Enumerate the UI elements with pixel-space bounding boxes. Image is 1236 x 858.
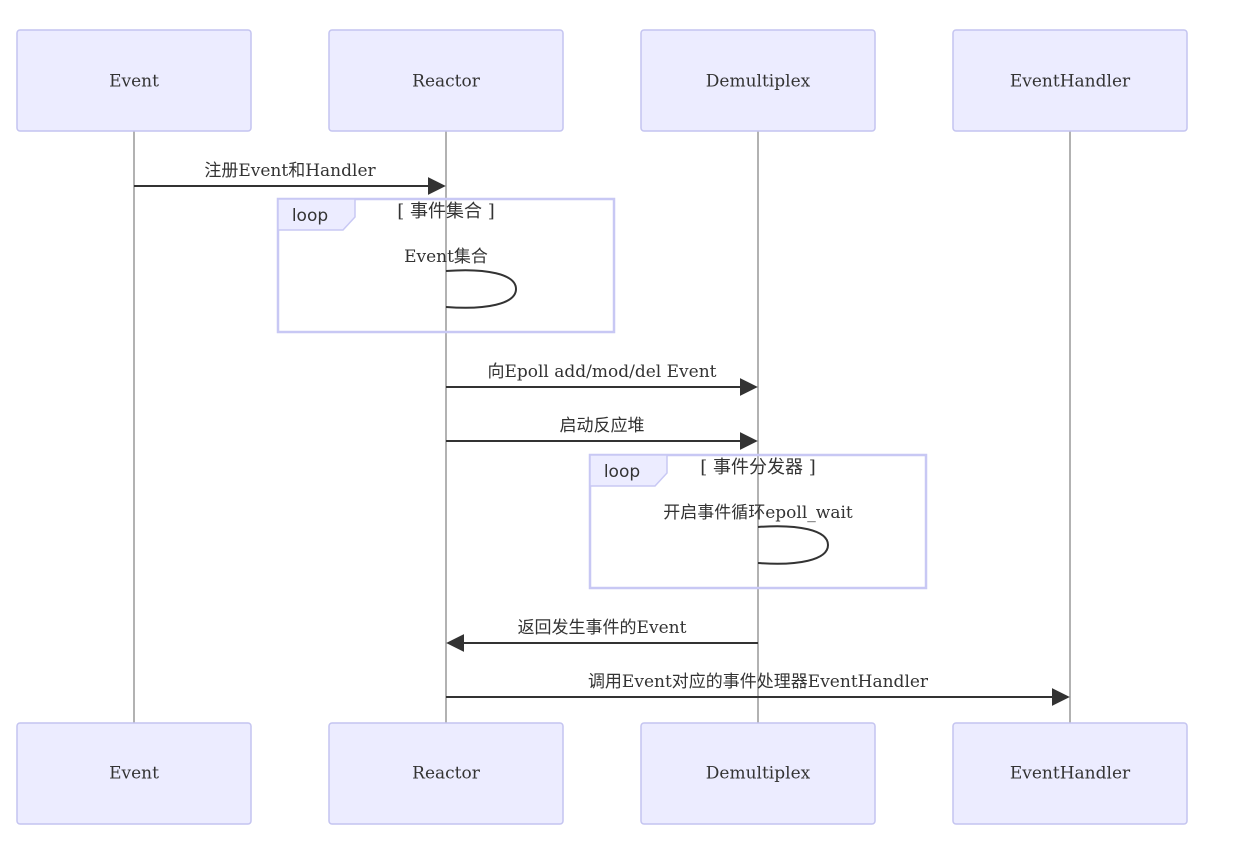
actor-reactor-top: Reactor	[328, 29, 564, 132]
message-label: 开启事件循环epoll_wait	[663, 503, 853, 523]
actor-label: Demultiplex	[706, 764, 811, 784]
message-label: Event集合	[404, 247, 488, 267]
actor-event-top: Event	[16, 29, 252, 132]
actor-label: Event	[109, 72, 159, 92]
loop-condition: [ 事件分发器 ]	[700, 457, 816, 478]
self-message-arrow	[757, 525, 830, 565]
actor-label: EventHandler	[1010, 72, 1131, 92]
message-label: 返回发生事件的Event	[518, 618, 687, 638]
self-message-arrow	[445, 269, 518, 309]
actor-eventhandler-bottom: EventHandler	[952, 722, 1188, 825]
loop-frame: loop [ 事件集合 ]	[276, 197, 616, 334]
loop-frame: loop [ 事件分发器 ]	[588, 453, 928, 590]
actor-label: Event	[109, 764, 159, 784]
actor-eventhandler-top: EventHandler	[952, 29, 1188, 132]
message-label: 调用Event对应的事件处理器EventHandler	[588, 672, 929, 692]
loop-tag: loop	[604, 462, 640, 482]
actor-event-bottom: Event	[16, 722, 252, 825]
actor-label: Reactor	[412, 764, 481, 784]
loop-tag: loop	[292, 206, 328, 226]
actor-reactor-bottom: Reactor	[328, 722, 564, 825]
actor-demultiplex-top: Demultiplex	[640, 29, 876, 132]
message-label: 向Epoll add/mod/del Event	[487, 362, 716, 382]
actor-label: Demultiplex	[706, 72, 811, 92]
actor-demultiplex-bottom: Demultiplex	[640, 722, 876, 825]
message-label: 启动反应堆	[560, 416, 645, 436]
actor-label: Reactor	[412, 72, 481, 92]
actor-label: EventHandler	[1010, 764, 1131, 784]
message-label: 注册Event和Handler	[204, 161, 376, 181]
loop-condition: [ 事件集合 ]	[397, 201, 495, 222]
